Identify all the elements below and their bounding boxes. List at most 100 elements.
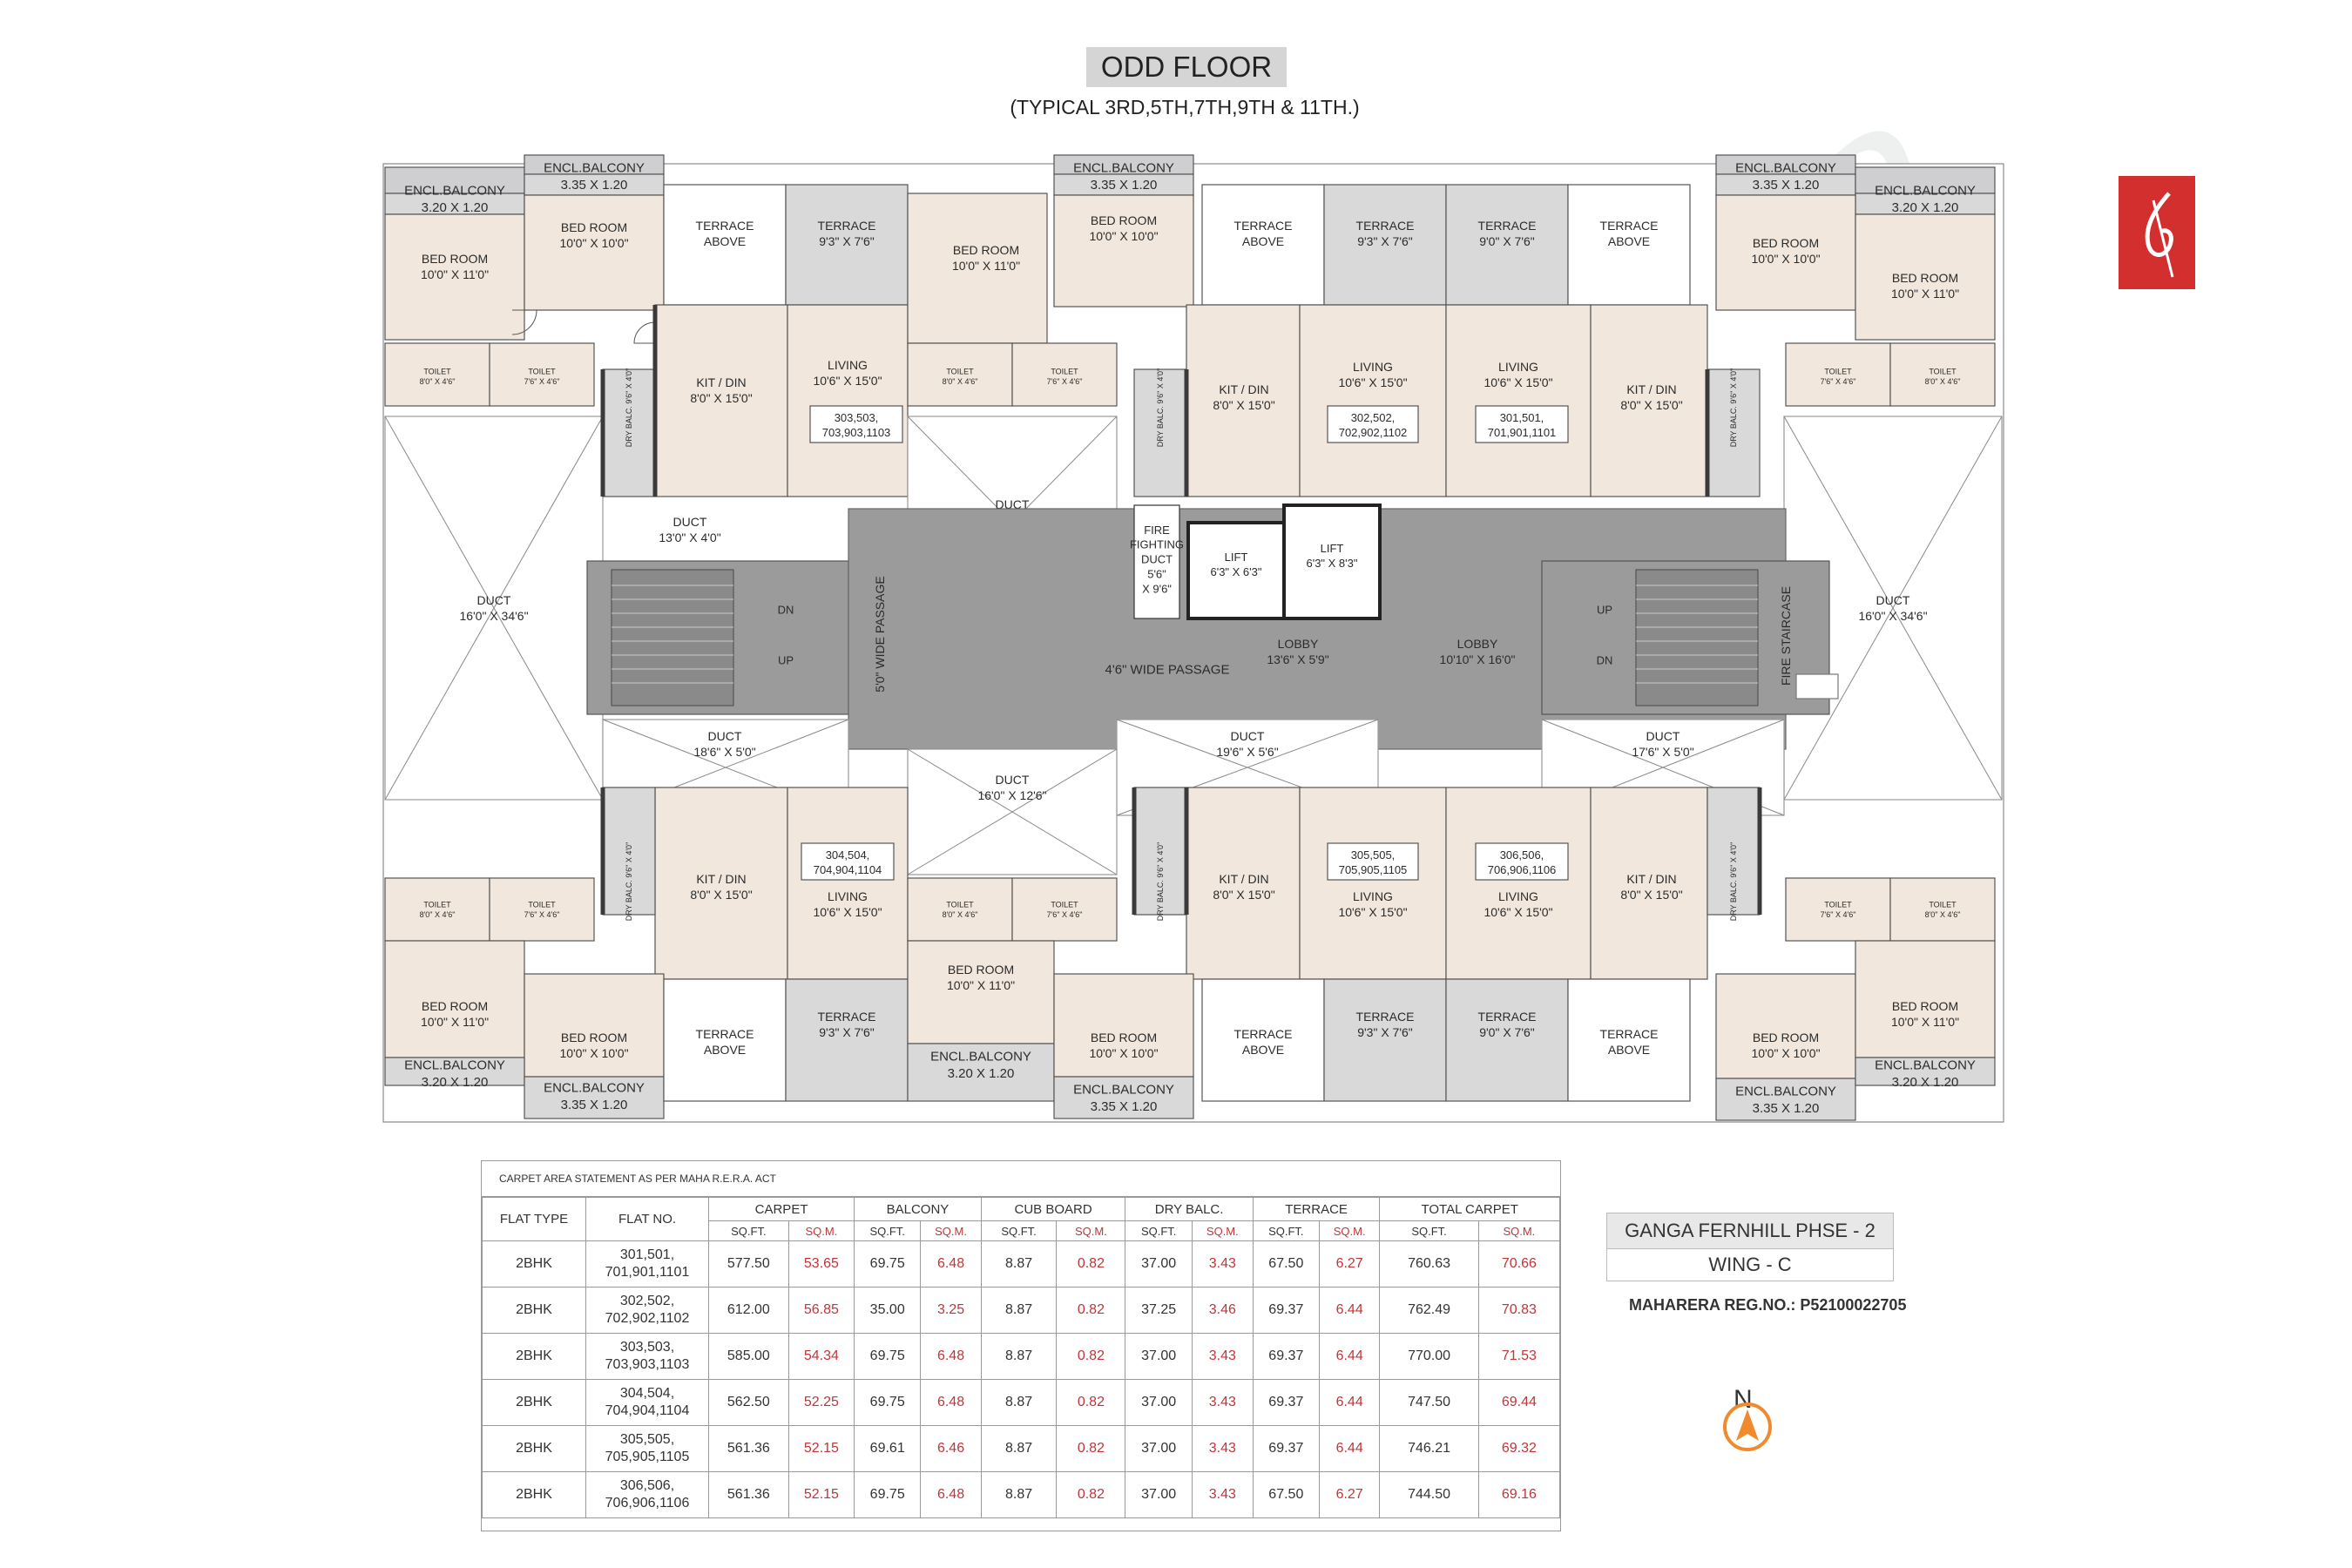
terrace [785,184,909,306]
toilet-1 [1785,877,1891,942]
flat-type-cell: 2BHK [482,1379,586,1426]
flat-type-cell: 2BHK [482,1425,586,1472]
col-balcony: BALCONY [854,1197,982,1221]
flat-no-label: 303,503,703,903,1103 [822,411,891,439]
balcony-sqft-cell: 69.75 [854,1240,922,1288]
duct-right-cross [1783,416,2003,801]
cub-sqft-cell: 8.87 [980,1333,1058,1380]
dry-balc [1707,368,1761,497]
flat-no-box [1475,842,1569,881]
carpet-sqm-cell: 52.15 [787,1471,855,1518]
terrace-sqm-cell: 6.44 [1318,1333,1381,1380]
garbage-chute [1795,673,1839,700]
terrace-above [663,184,787,306]
dry-sqm-cell: 3.43 [1191,1379,1254,1426]
unit-header-row: SQ.FT.SQ.M.SQ.FT.SQ.M.SQ.FT.SQ.M.SQ.FT.S… [483,1220,1561,1241]
col-flat-no: FLAT NO. [585,1197,709,1241]
dry-balc-label: DRY BALC. 9'6" X 4'0" [1156,842,1165,922]
sqft-header: SQ.FT. [980,1220,1058,1241]
dry-sqft-cell: 37.25 [1125,1287,1193,1334]
bed-room-1 [1715,194,1856,311]
balcony-sqft-cell: 35.00 [854,1287,922,1334]
encl-balcony-1 [1715,1078,1856,1121]
carpet-area-grid: FLAT TYPE FLAT NO. CARPET BALCONY CUB BO… [482,1197,1561,1518]
dry-balc-label: DRY BALC. 9'6" X 4'0" [1729,842,1738,922]
encl-balcony-b [1053,173,1194,196]
toilet-1 [907,877,1013,942]
dry-sqft-cell: 37.00 [1125,1333,1193,1380]
carpet-sqm-cell: 52.15 [787,1425,855,1472]
toilet-2 [1889,342,1996,407]
sqm-header: SQ.M. [920,1220,982,1241]
stair-right-flight [1635,569,1759,706]
dry-sqft-cell: 37.00 [1125,1240,1193,1288]
sqft-header: SQ.FT. [1125,1220,1193,1241]
cub-sqft-cell: 8.87 [980,1425,1058,1472]
total-sqm-cell: 70.66 [1477,1240,1561,1288]
bed-room-1 [907,193,1048,344]
terrace-sqm-cell: 6.27 [1318,1240,1381,1288]
encl-balcony-2 [1855,166,1996,194]
flat-no-cell: 306,506,706,906,1106 [585,1471,709,1518]
cub-sqft-cell: 8.87 [980,1471,1058,1518]
carpet-sqm-cell: 53.65 [787,1240,855,1288]
flat-no-box [1327,842,1419,881]
fire-staircase-label: FIRE STAIRCASE [1779,586,1793,686]
terrace-sqm-cell: 6.27 [1318,1471,1381,1518]
stair-left-flight [611,569,734,706]
sqm-header: SQ.M. [1318,1220,1381,1241]
sqm-header: SQ.M. [1477,1220,1561,1241]
terrace-above [663,978,787,1102]
balcony-sqm-cell: 6.46 [920,1425,982,1472]
toilet-1 [907,342,1013,407]
flat-no-box [1327,405,1419,443]
toilet-2 [489,342,595,407]
balcony-sqm-cell: 6.48 [920,1471,982,1518]
dry-balc-label: DRY BALC. 9'6" X 4'0" [1729,368,1738,448]
sqft-header: SQ.FT. [854,1220,922,1241]
terrace-above [1567,184,1691,306]
dry-sqm-cell: 3.43 [1191,1240,1254,1288]
balcony-sqft-cell: 69.61 [854,1425,922,1472]
balcony-sqm-cell: 3.25 [920,1287,982,1334]
cub-sqm-cell: 0.82 [1056,1379,1126,1426]
flat-no-label: 306,506,706,906,1106 [1488,848,1557,876]
terrace-above [1567,978,1691,1102]
flat-no-box [809,405,903,443]
dry-sqft-cell: 37.00 [1125,1471,1193,1518]
flat-no-label: 305,505,705,905,1105 [1339,848,1408,876]
dry-balc [1133,787,1187,916]
total-sqft-cell: 744.50 [1379,1471,1479,1518]
terrace-sqm-cell: 6.44 [1318,1379,1381,1426]
sqft-header: SQ.FT. [708,1220,789,1241]
balcony-sqm-cell: 6.48 [920,1240,982,1288]
dry-sqm-cell: 3.46 [1191,1287,1254,1334]
flat-no-label: 301,501,701,901,1101 [1488,411,1557,439]
